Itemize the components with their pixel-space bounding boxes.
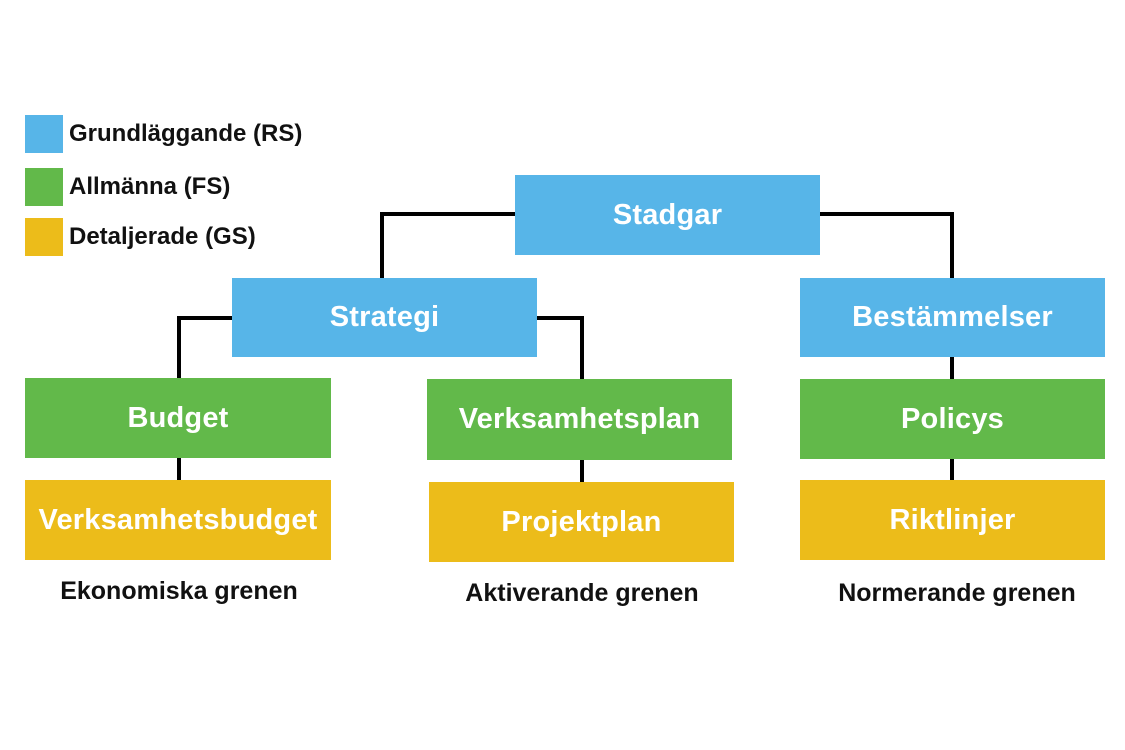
node-strategi: Strategi [232,278,537,357]
legend-swatch-rs [25,115,63,153]
connector-stadgar-bestammelser [820,212,954,278]
node-budget: Budget [25,378,331,458]
legend-label-gs: Detaljerade (GS) [69,223,256,250]
legend-item-gs: Detaljerade (GS) [25,218,256,256]
branch-label-aktiverande: Aktiverande grenen [465,579,699,607]
node-stadgar: Stadgar [515,175,820,255]
node-verksamhetsplan: Verksamhetsplan [427,379,732,460]
branch-label-ekonomiska: Ekonomiska grenen [60,577,298,605]
legend-swatch-gs [25,218,63,256]
legend-item-fs: Allmänna (FS) [25,168,230,206]
legend-label-rs: Grundläggande (RS) [69,120,303,147]
legend-label-fs: Allmänna (FS) [69,173,231,200]
connector-strategi-verksamhetsplan [537,316,584,379]
connector-strategi-budget [177,316,232,378]
node-verksamhetsbudget: Verksamhetsbudget [25,480,331,560]
node-bestammelser: Bestämmelser [800,278,1105,357]
node-policys: Policys [800,379,1105,459]
legend-swatch-fs [25,168,63,206]
legend-item-rs: Grundläggande (RS) [25,115,302,153]
connector-stadgar-strategi [380,212,515,278]
node-projektplan: Projektplan [429,482,734,562]
node-riktlinjer: Riktlinjer [800,480,1105,560]
branch-label-normerande: Normerande grenen [838,579,1076,607]
